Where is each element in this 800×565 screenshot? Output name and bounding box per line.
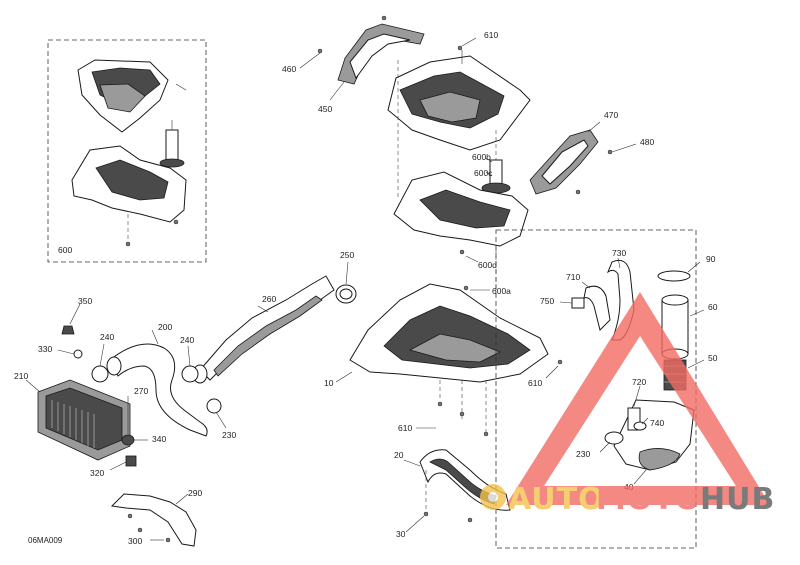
callout-20: 20 [394, 450, 404, 460]
callout-200: 200 [158, 322, 172, 332]
callout-460: 460 [282, 64, 296, 74]
callout-350: 350 [78, 296, 92, 306]
callout-90: 90 [706, 254, 716, 264]
side-trim-panel-470 [529, 121, 637, 195]
duct-260 [192, 275, 335, 384]
inset-label: 600 [58, 245, 72, 255]
callout-240-left: 240 [100, 332, 114, 342]
callout-210: 210 [14, 371, 28, 381]
callout-730: 730 [612, 248, 626, 258]
airbox-40 [613, 399, 695, 485]
callout-240-right: 240 [180, 335, 194, 345]
airbox-frame-dashed [495, 229, 697, 549]
small-parts-720-740 [599, 385, 649, 453]
clamp-230-left [206, 398, 227, 429]
clamps-240 [91, 343, 199, 383]
callout-600b: 600b [472, 152, 491, 162]
callout-290: 290 [188, 488, 202, 498]
upper-bracket-assembly [387, 37, 531, 151]
clamp-250 [335, 261, 357, 304]
callout-610-low: 610 [398, 423, 412, 433]
callout-270: 270 [134, 386, 148, 396]
watermark-text-auto: AUTO [508, 482, 605, 517]
callout-320: 320 [90, 468, 104, 478]
inset-upper-bracket [77, 59, 187, 133]
callout-720: 720 [632, 377, 646, 387]
inset-frame [47, 39, 207, 263]
upper-trim-panel-450 [299, 15, 425, 101]
callout-10: 10 [324, 378, 334, 388]
callout-230-right: 230 [576, 449, 590, 459]
callout-330: 330 [38, 344, 52, 354]
callout-750: 750 [540, 296, 554, 306]
main-frame-10 [335, 283, 563, 437]
watermark-triangle [506, 292, 770, 505]
callout-470: 470 [604, 110, 618, 120]
fasteners-left [57, 303, 148, 471]
callout-450: 450 [318, 104, 332, 114]
watermark-text-hub: HUB [700, 482, 775, 517]
callout-480: 480 [640, 137, 654, 147]
intercooler-210 [25, 379, 131, 461]
watermark-text-moto: MOTO [596, 482, 701, 517]
callout-30: 30 [396, 529, 406, 539]
callout-610-top: 610 [484, 30, 498, 40]
callout-600c: 600c [474, 168, 493, 178]
callout-600d: 600d [478, 260, 497, 270]
callout-60: 60 [708, 302, 718, 312]
intercooler-fins [51, 400, 95, 448]
automotohub-watermark: AUTO MOTO HUB [480, 292, 775, 517]
callout-710: 710 [566, 272, 580, 282]
diagram-code: 06MA009 [28, 536, 63, 545]
callout-50: 50 [708, 353, 718, 363]
callout-340: 340 [152, 434, 166, 444]
callout-610-mid: 610 [528, 378, 542, 388]
callout-260: 260 [262, 294, 276, 304]
callout-600a: 600a [492, 286, 511, 296]
callout-300: 300 [128, 536, 142, 546]
callout-250: 250 [340, 250, 354, 260]
callout-740: 740 [650, 418, 664, 428]
callout-230-left: 230 [222, 430, 236, 440]
watermark-gear [480, 484, 506, 510]
mid-bracket-assembly [393, 60, 529, 291]
bracket-290 [110, 493, 197, 547]
inset-lower-bracket [71, 145, 187, 247]
inset-spring [159, 120, 185, 168]
duct-200 [106, 329, 208, 437]
